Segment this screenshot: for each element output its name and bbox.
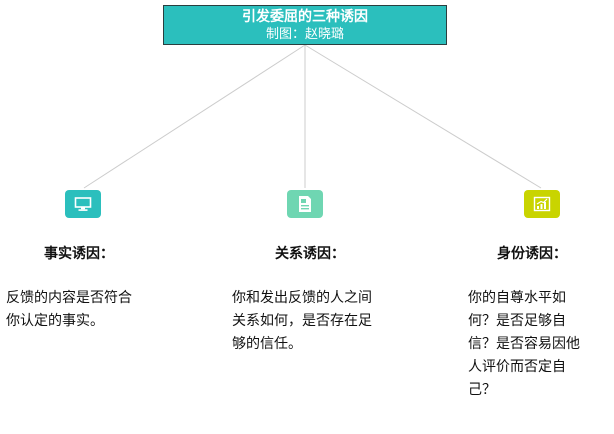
node-title-relationship: 关系诱因：	[275, 246, 345, 262]
root-title: 引发委屈的三种诱因	[242, 9, 368, 25]
node-description-identity: 你的自尊水平如 何？是否足够自 信？是否容易因他 人评价而否定自 己？	[468, 287, 580, 402]
description-line: 反馈的内容是否符合	[6, 290, 132, 306]
description-line: 信？是否容易因他	[468, 336, 580, 352]
monitor-icon	[65, 190, 101, 218]
node-description-relationship: 你和发出反馈的人之间 关系如何，是否存在足 够的信任。	[232, 287, 372, 356]
description-line: 人评价而否定自	[468, 359, 566, 375]
description-line: 你的自尊水平如	[468, 290, 566, 306]
document-icon	[287, 190, 323, 218]
node-title-identity: 身份诱因：	[497, 246, 567, 262]
root-node: 引发委屈的三种诱因 制图：赵晓璐	[163, 5, 447, 45]
bar-chart-icon	[524, 190, 560, 218]
connector-line-facts	[83, 44, 306, 189]
root-subtitle: 制图：赵晓璐	[265, 27, 344, 42]
description-line: 关系如何，是否存在足	[232, 313, 372, 329]
node-title-facts: 事实诱因：	[44, 246, 114, 262]
description-line: 你和发出反馈的人之间	[232, 290, 372, 306]
description-line: 够的信任。	[232, 336, 302, 352]
description-line: 己？	[468, 382, 496, 398]
description-line: 何？是否足够自	[468, 313, 566, 329]
description-line: 你认定的事实。	[6, 313, 104, 329]
connector-line-identity	[304, 44, 542, 189]
node-description-facts: 反馈的内容是否符合 你认定的事实。	[6, 287, 132, 333]
